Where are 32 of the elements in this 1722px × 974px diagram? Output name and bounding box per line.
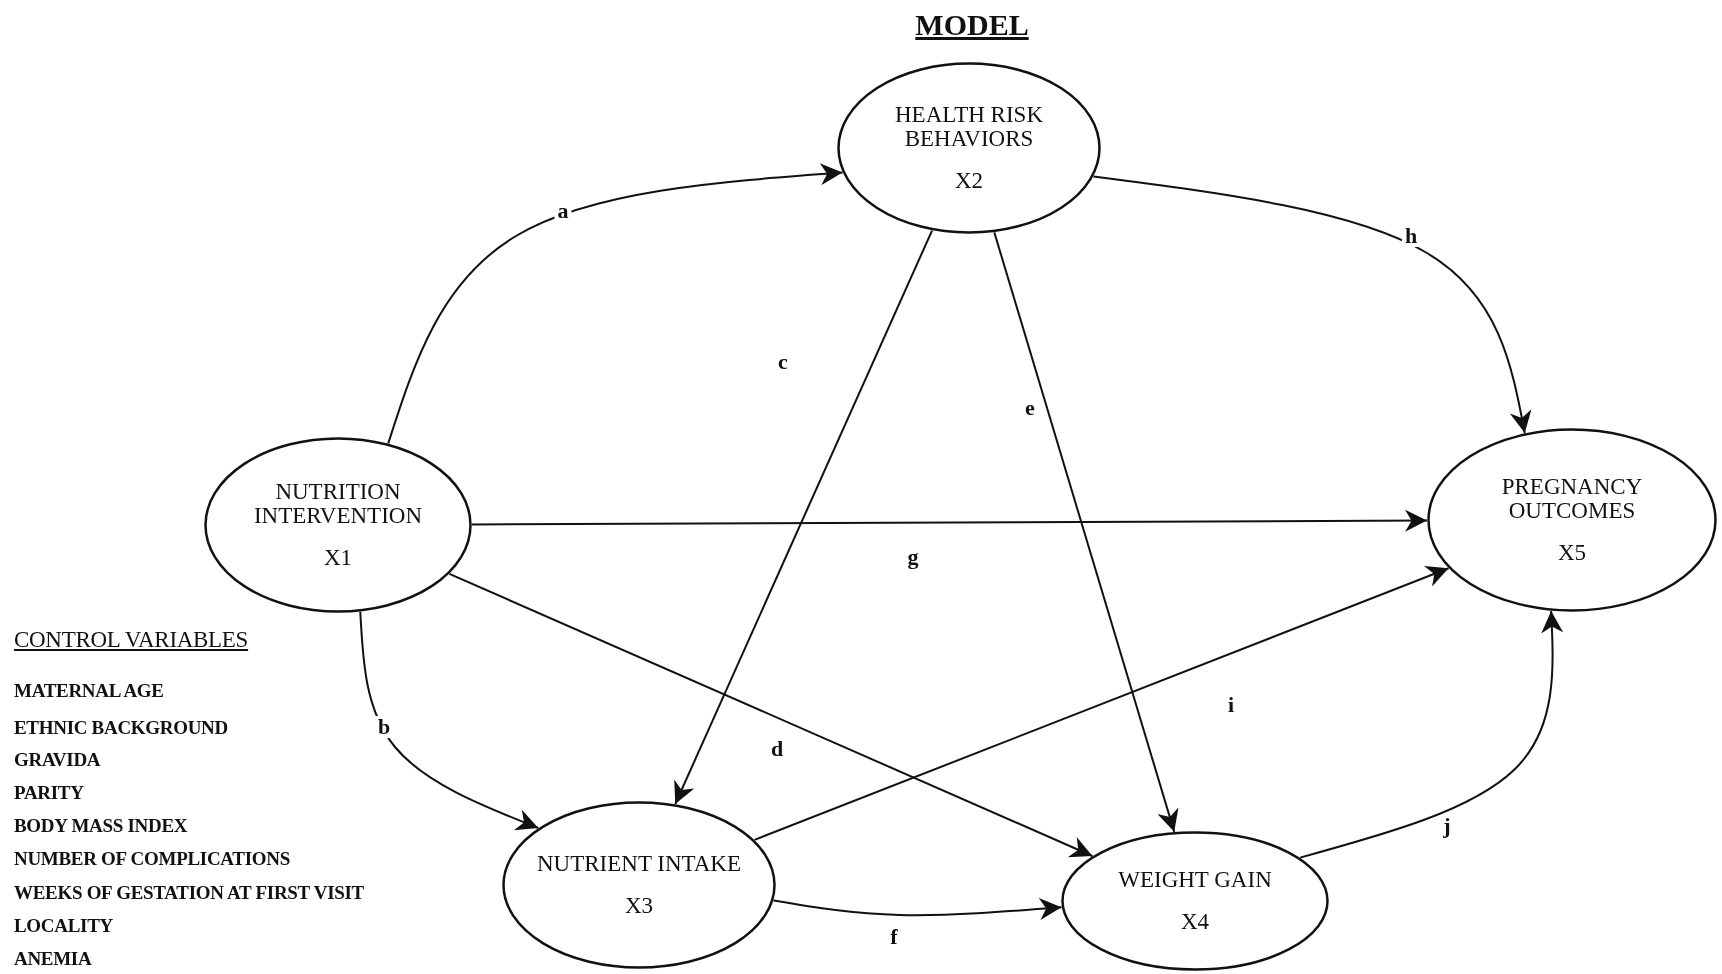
- list-item: ETHNIC BACKGROUND: [14, 717, 228, 739]
- arrow: [471, 509, 1428, 532]
- node-label: WEIGHT GAIN: [1118, 868, 1272, 892]
- arrow: [1092, 175, 1532, 434]
- arrow: [1299, 610, 1564, 859]
- list-item: LOCALITY: [14, 915, 113, 937]
- list-item: MATERNAL AGE: [14, 680, 164, 702]
- variable-label: X5: [1557, 541, 1587, 565]
- variable-label: X3: [624, 894, 654, 918]
- list-item: PARITY: [14, 782, 84, 804]
- node-label: NUTRIENT INTAKE: [536, 852, 742, 876]
- arrow: [387, 163, 844, 445]
- list-heading: CONTROL VARIABLES: [14, 627, 249, 653]
- list-item: NUMBER OF COMPLICATIONS: [14, 848, 290, 870]
- arrow: [674, 229, 934, 805]
- variable-label: X4: [1180, 910, 1210, 934]
- arrow: [359, 610, 540, 831]
- arrow: [993, 231, 1179, 833]
- node-label: NUTRITION INTERVENTION: [252, 480, 424, 528]
- variable-label: X1: [323, 546, 353, 570]
- edge-label: h: [1401, 225, 1421, 247]
- title: MODEL: [915, 8, 1029, 42]
- arrow: [448, 572, 1094, 858]
- arrow: [772, 898, 1063, 920]
- node-label: HEALTH RISK BEHAVIORS: [894, 103, 1044, 151]
- variable-label: X2: [954, 169, 984, 193]
- arrow: [753, 566, 1450, 841]
- list-item: GRAVIDA: [14, 749, 101, 771]
- node-label: PREGNANCY OUTCOMES: [1500, 475, 1644, 523]
- list-item: WEEKS OF GESTATION AT FIRST VISIT: [14, 882, 364, 904]
- list-item: BODY MASS INDEX: [14, 815, 188, 837]
- list-item: ANEMIA: [14, 948, 92, 970]
